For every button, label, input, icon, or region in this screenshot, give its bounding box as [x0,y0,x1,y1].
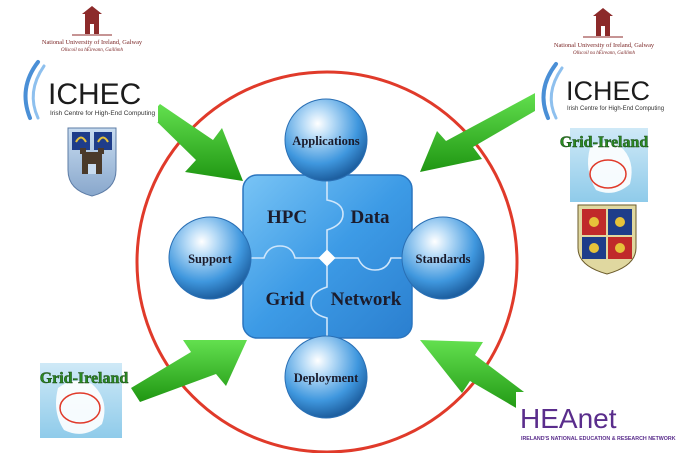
heanet-subtitle: IRELAND'S NATIONAL EDUCATION & RESEARCH … [521,436,676,442]
ichec-name-right: ICHEC [566,76,650,106]
ichec-logo-right: ICHEC Irish Centre for High-End Computin… [535,60,675,122]
hub: HPC Data Grid Network [242,174,413,339]
sphere-deployment: Deployment [284,335,368,419]
ichec-subtitle-left: Irish Centre for High-End Computing [50,110,156,117]
arrow-bottom-right [420,340,532,412]
gridireland-logo-left: Grid-Ireland [39,363,129,438]
gridireland-logo-right: Grid-Ireland [559,128,649,202]
nuig-line2: Ollscoil na hÉireann, Gaillimh [573,50,636,56]
ichec-swirl-icon [23,60,46,120]
arrow-top-left [150,104,243,181]
ichec-logo-left: ICHEC Irish Centre for High-End Computin… [18,57,158,122]
hub-piece-hpc: HPC [267,207,307,228]
gridireland-name-right: Grid-Ireland [560,134,649,151]
heanet-logo: HEAnet IRELAND'S NATIONAL EDUCATION & RE… [516,392,676,444]
outer-ring [135,70,519,453]
arrow-bottom-left [131,340,247,402]
nuig-logo-top-right: National University of Ireland, Galway O… [554,8,655,56]
hub-piece-grid: Grid [265,289,304,310]
ichec-name-left: ICHEC [48,78,141,111]
nuig-line1: National University of Ireland, Galway [554,42,655,49]
nuig-line2: Ollscoil na hÉireann, Gaillimh [61,47,124,53]
sphere-support: Support [168,216,252,300]
nuig-line1: National University of Ireland, Galway [42,39,143,46]
sphere-applications: Applications [284,98,368,182]
sphere-label-deployment: Deployment [294,371,359,385]
ichec-swirl-icon [541,62,564,120]
hub-piece-data: Data [350,207,390,228]
nuig-logo-top-left: National University of Ireland, Galway O… [42,6,143,53]
ichec-subtitle-right: Irish Centre for High-End Computing [567,106,664,112]
sphere-label-applications: Applications [292,134,360,148]
ireland-map-circle-icon [59,392,101,424]
heanet-name: HEAnet [520,403,617,434]
gridireland-name-left: Grid-Ireland [40,370,129,387]
crest-shield-left [67,127,117,197]
sphere-standards: Standards [401,216,485,300]
sphere-label-standards: Standards [416,252,471,266]
arrow-top-right [420,92,547,172]
crest-shield-right [577,204,637,275]
sphere-label-support: Support [188,252,233,266]
hub-piece-network: Network [331,289,402,310]
nuig-crest-icon [72,6,112,36]
nuig-crest-icon [583,8,623,38]
ireland-map-circle-icon [589,159,627,189]
